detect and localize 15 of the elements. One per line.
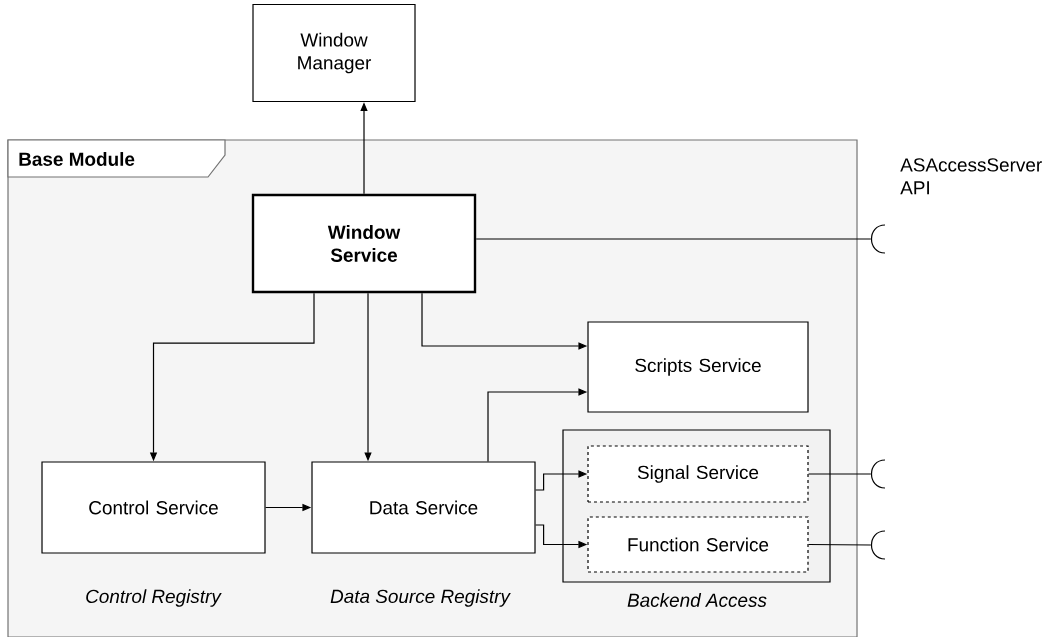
service-box: Signal Service	[587, 445, 809, 503]
component-box: Scripts Service	[587, 321, 809, 413]
service-box: Function Service	[587, 516, 809, 573]
interface-label: ASAccessServer API	[900, 158, 1042, 195]
component-box: Window Service	[251, 193, 477, 294]
component-box: Control Service	[41, 461, 266, 554]
group-caption: Backend Access	[627, 593, 767, 607]
module-title: Base Module	[7, 139, 226, 178]
socket-symbol	[870, 530, 886, 560]
socket-symbol	[870, 224, 886, 254]
socket-symbol	[870, 459, 886, 489]
component-box: Data Service	[311, 461, 536, 554]
group-caption: Control Registry	[86, 589, 222, 607]
group-caption: Data Source Registry	[330, 589, 511, 607]
component-box: Window Manager	[252, 3, 416, 103]
